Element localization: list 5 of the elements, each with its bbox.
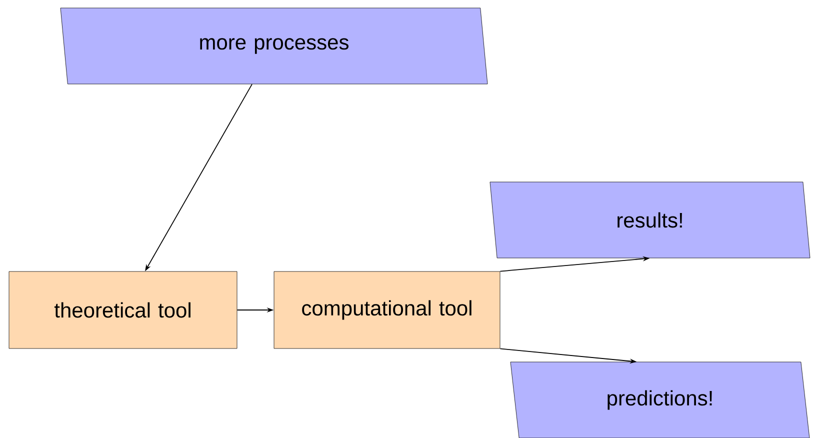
process-box: theoretical tool: [8, 271, 238, 349]
parallelogram: predictions!: [510, 362, 810, 438]
process-box: computational tool: [274, 271, 500, 349]
parallelogram: results!: [490, 182, 810, 258]
parallelogram: more processes: [60, 8, 488, 84]
